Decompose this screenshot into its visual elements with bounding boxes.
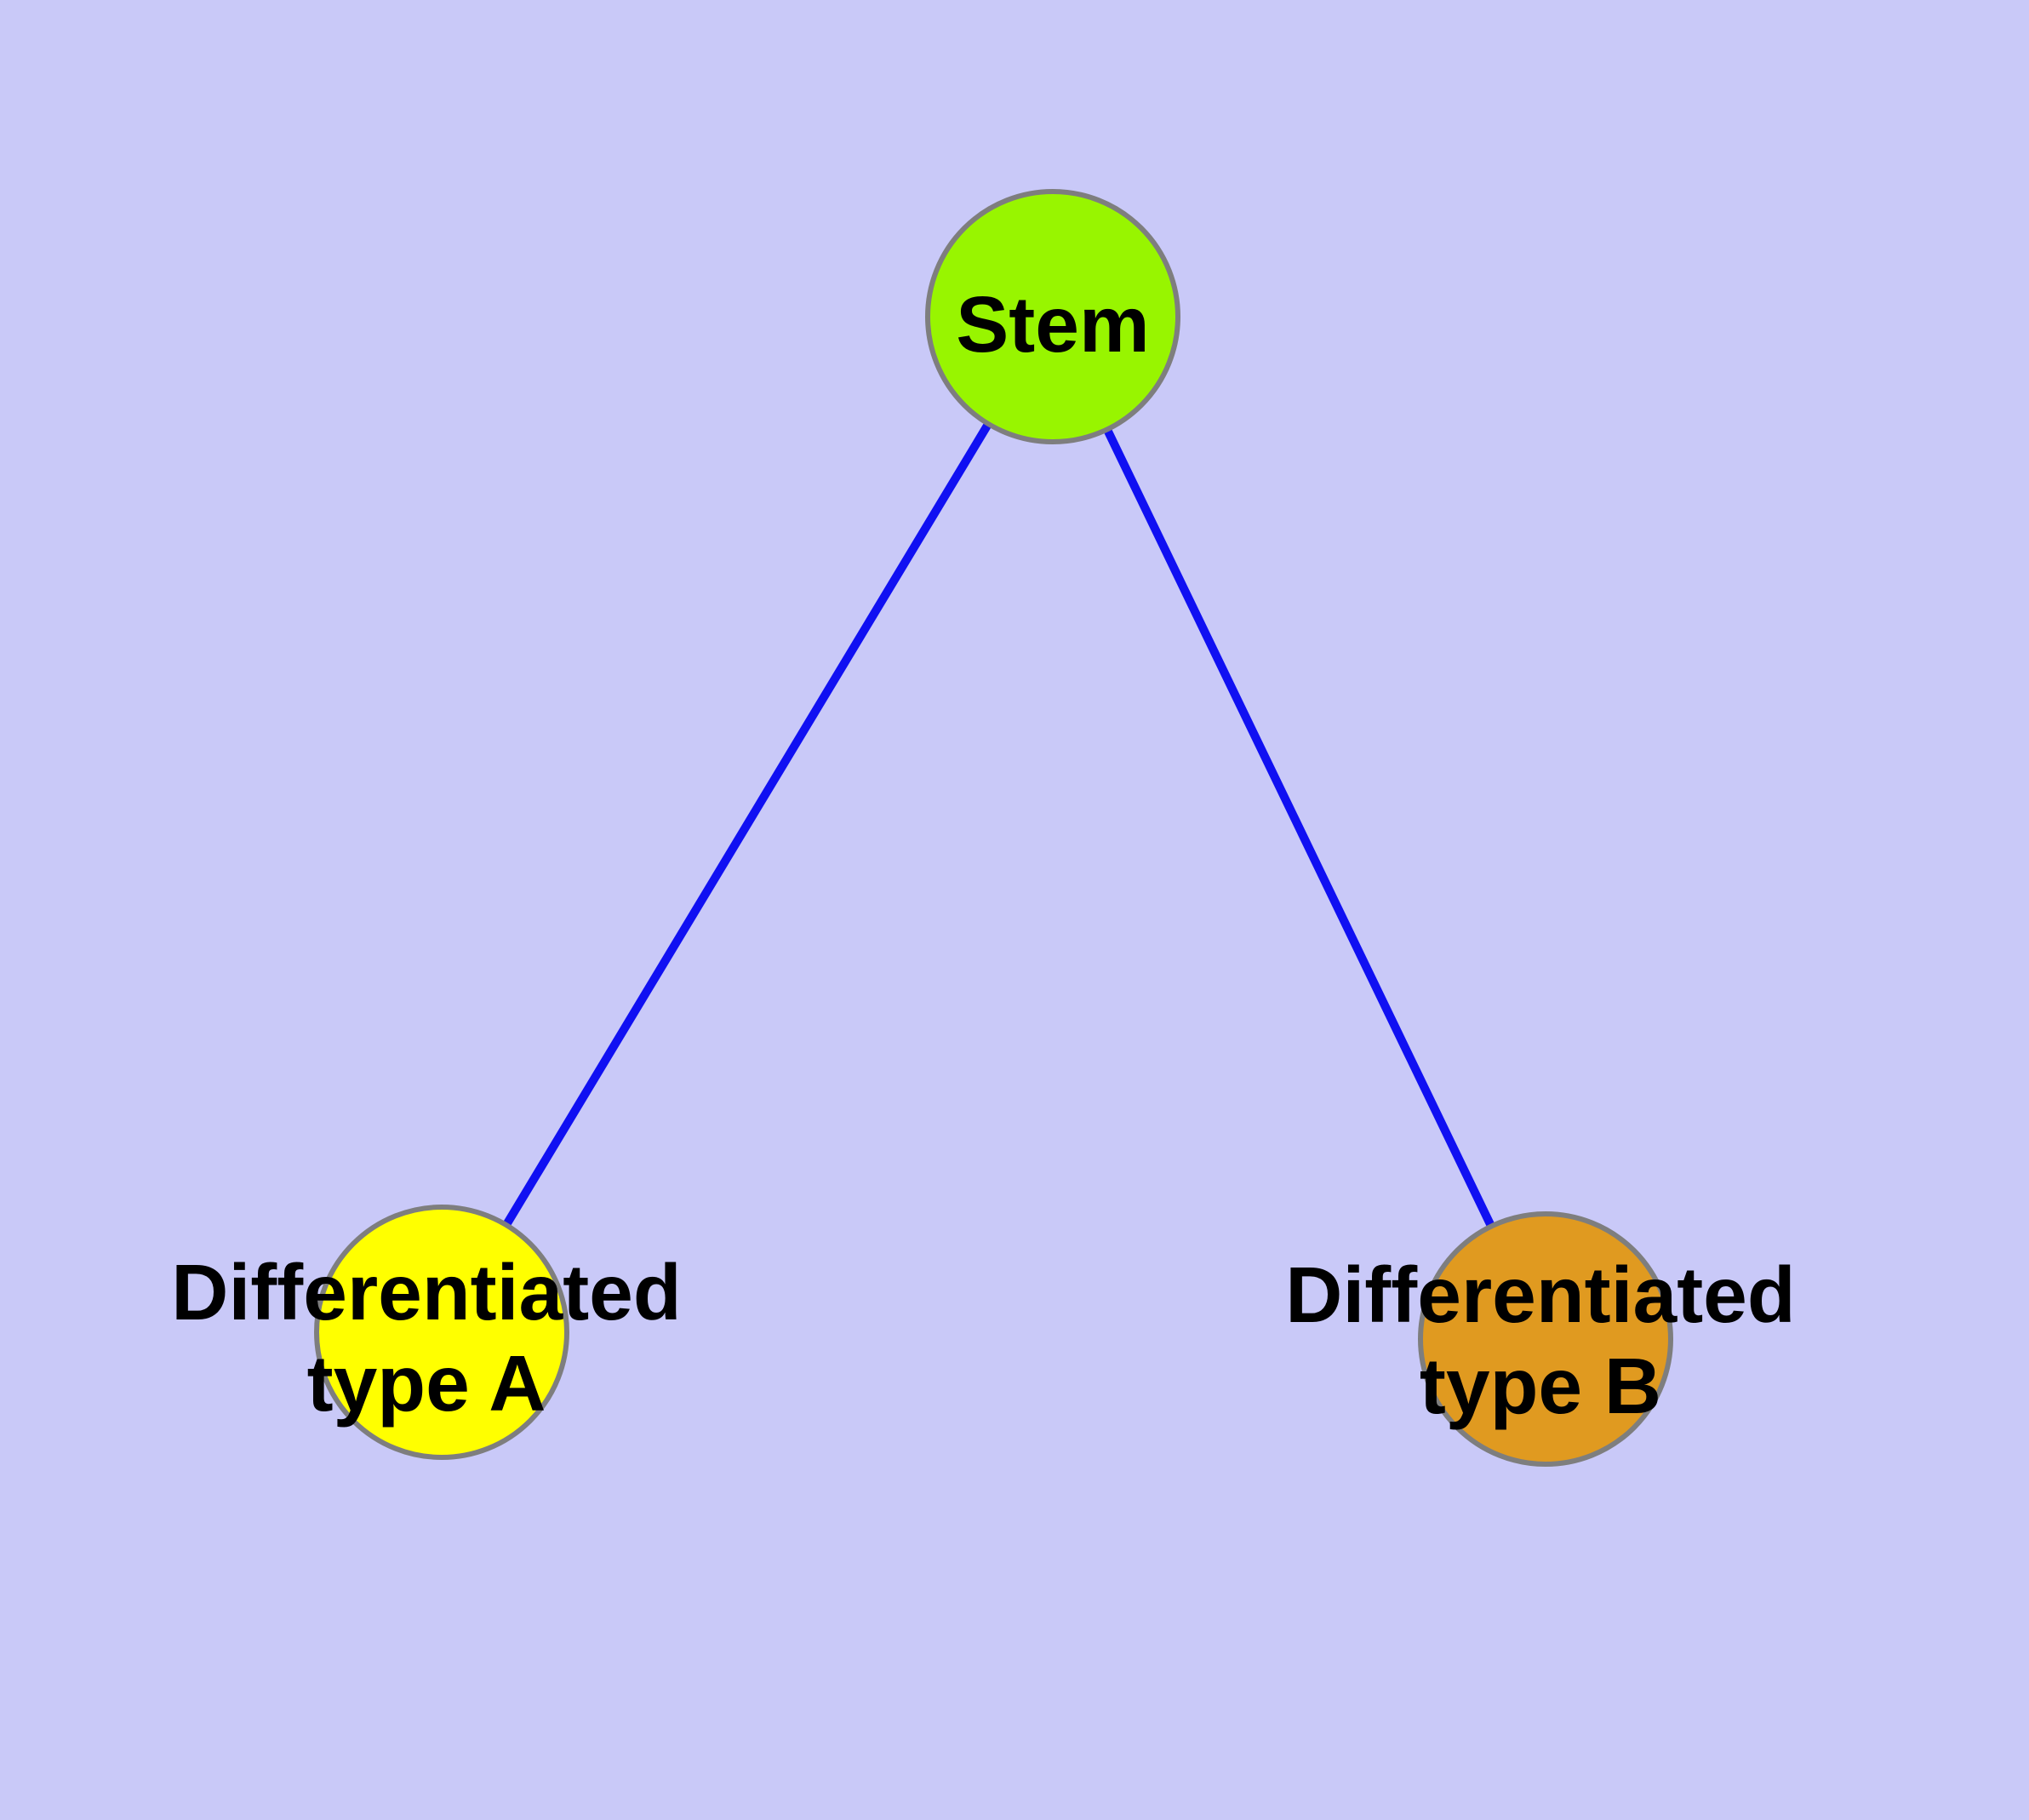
type-a-node-label-line2: type A [307, 1339, 546, 1428]
edge-stem-to-type-a [437, 312, 1057, 1336]
type-a-node-label-line1: Differentiated [171, 1248, 681, 1336]
node-differentiated-type-a [314, 1205, 569, 1460]
node-differentiated-type-b [1418, 1211, 1673, 1467]
edge-stem-to-type-b [1049, 312, 1550, 1343]
type-b-node-label-line2: type B [1420, 1342, 1661, 1430]
type-b-node-label-line1: Differentiated [1285, 1251, 1795, 1339]
stem-node-label: Stem [956, 280, 1149, 369]
node-stem [925, 189, 1180, 444]
